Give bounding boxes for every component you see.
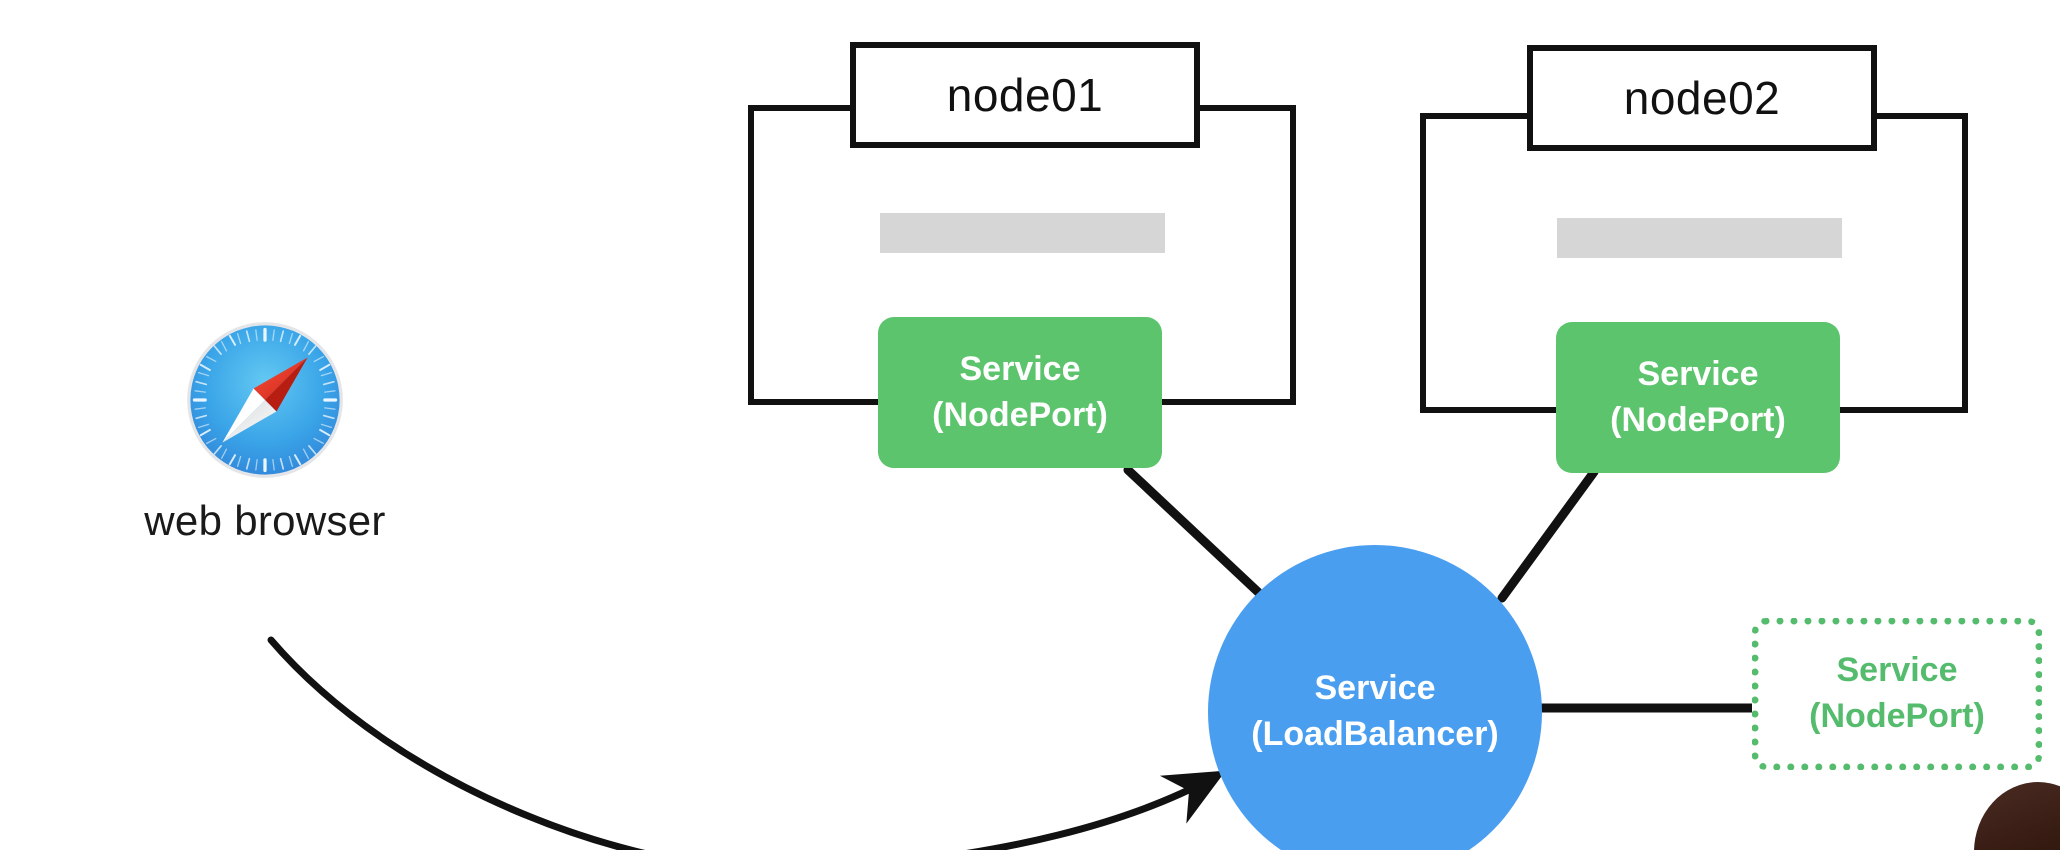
dashed-service-line1: Service: [1836, 651, 1958, 690]
node01-title-label: node01: [946, 69, 1104, 121]
node02-service-line1: Service: [1637, 354, 1759, 393]
loadbalancer-line1: Service: [1314, 669, 1436, 708]
safari-compass-icon: [187, 322, 343, 478]
web-browser-group: web browser: [105, 318, 425, 542]
node01-title-box: node01: [850, 42, 1200, 148]
presenter-hair: [1974, 782, 2060, 850]
node01-service-line2: (NodePort): [932, 395, 1108, 434]
node01-service-nodeport-box: Service (NodePort): [878, 317, 1162, 468]
wire-node02-to-loadbalancer: [1497, 467, 1599, 603]
wire-node01-to-loadbalancer: [1123, 465, 1263, 597]
webcam-presenter-overlay: [1968, 782, 2060, 850]
node02-service-nodeport-box: Service (NodePort): [1556, 322, 1840, 473]
node02-service-line2: (NodePort): [1610, 400, 1786, 439]
web-browser-label: web browser: [144, 497, 386, 544]
loadbalancer-line2: (LoadBalancer): [1251, 715, 1499, 753]
node02-title-label: node02: [1623, 72, 1781, 124]
node01-service-line1: Service: [959, 349, 1081, 388]
dashed-service-line2: (NodePort): [1809, 697, 1985, 735]
node02-title-box: node02: [1527, 45, 1877, 151]
wire-browser-to-loadbalancer: [267, 636, 1226, 850]
node02-placeholder-bar: [1557, 218, 1842, 258]
service-nodeport-dashed-box: Service (NodePort): [1752, 618, 2042, 770]
service-loadbalancer-circle: Service (LoadBalancer): [1208, 545, 1542, 850]
node01-placeholder-bar: [880, 213, 1165, 253]
